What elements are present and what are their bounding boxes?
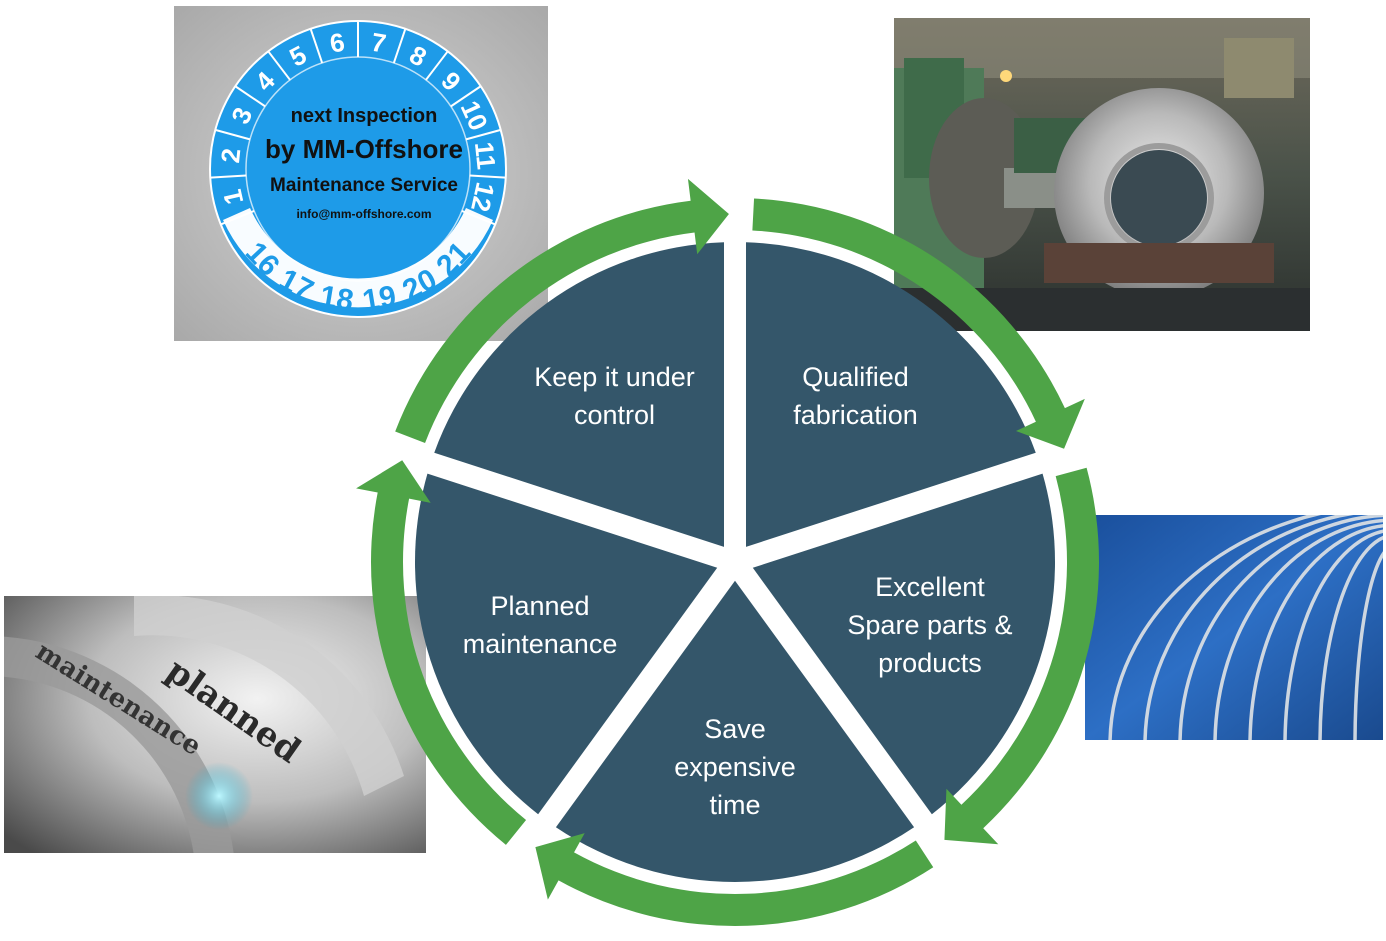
sticker-month-1: 1 [217,187,249,208]
planned-maintenance-gears-photo: maintenance planned [4,596,426,853]
sticker-disc [210,21,506,317]
industrial-lathe-photo-icon [894,18,1310,331]
segment-label-save-expensive-time: Save expensive time [674,714,796,820]
cycle-arrow-3 [535,833,934,927]
cycle-arrow-4 [356,460,527,845]
sticker-line-2: by MM-Offshore [265,134,463,164]
cycle-arrow-1 [752,198,1085,449]
spiral-wire-photo-icon [1085,515,1383,740]
cycle-arrow-5 [395,178,729,444]
sticker-line-4: info@mm-offshore.com [296,207,431,221]
segment-planned-maintenance [415,473,718,815]
segment-label-qualified-fabrication: Qualified fabrication [793,362,918,431]
segment-save-expensive-time [555,580,915,882]
sticker-month-7: 7 [369,27,388,59]
segment-label-keep-it-under-control: Keep it under control [534,362,695,431]
segment-label-excellent-spare-parts-products: Excellent Spare parts & products [847,572,1013,679]
segment-label-planned-maintenance: Planned maintenance [462,591,618,660]
segment-excellent-spare-parts-products [752,473,1055,815]
cycle-arrow-2 [944,467,1099,845]
sticker-month-2: 2 [215,147,246,165]
sticker-month-6: 6 [328,27,347,59]
machine-shop-photo [894,18,1310,331]
gears-image: maintenance planned [4,596,426,853]
sticker-year-19: 19 [360,280,398,318]
segment-qualified-fabrication [745,242,1036,547]
sticker-month-12: 12 [465,180,501,215]
sticker-month-11: 11 [469,140,502,170]
sticker-line-1: next Inspection [291,105,438,127]
sticker-line-3: Maintenance Service [270,175,458,196]
spiral-mesh-photo [1085,515,1383,740]
sticker-year-18: 18 [318,280,356,318]
segment-keep-it-under-control [434,242,725,547]
